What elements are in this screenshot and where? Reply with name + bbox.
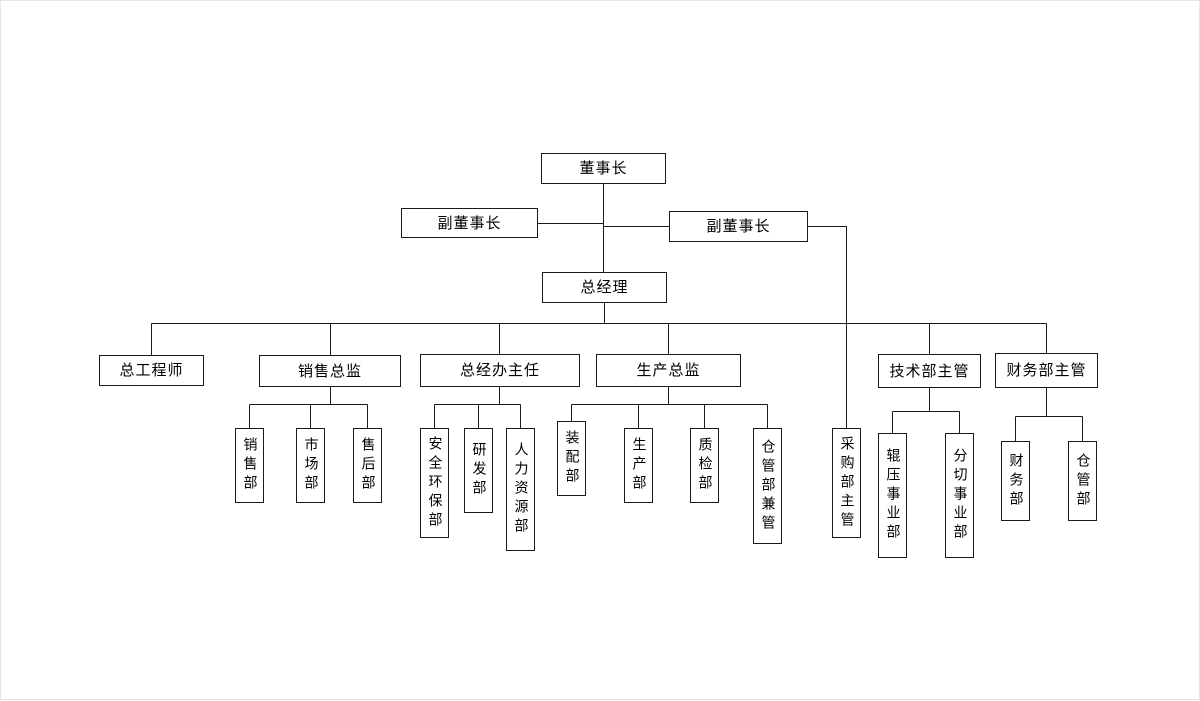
org-node-finance-manager: 财务部主管 [995, 353, 1098, 388]
org-node-general-manager: 总经理 [542, 272, 667, 303]
org-node-chairman: 董事长 [541, 153, 666, 184]
org-node-chief-engineer: 总工程师 [99, 355, 204, 386]
org-node-assembly-dept: 装配部 [557, 421, 586, 496]
org-node-finance-dept: 财务部 [1001, 441, 1030, 521]
org-node-office-director: 总经办主任 [420, 354, 580, 387]
org-node-warehouse-dept: 仓管部 [1068, 441, 1097, 521]
org-node-sales-dept: 销售部 [235, 428, 264, 503]
org-node-rolling-division: 辊压事业部 [878, 433, 907, 558]
org-node-vice-chairman-right: 副董事长 [669, 211, 808, 242]
org-node-market-dept: 市场部 [296, 428, 325, 503]
org-node-production-dept: 生产部 [624, 428, 653, 503]
org-node-vice-chairman-left: 副董事长 [401, 208, 538, 238]
org-node-aftersales-dept: 售后部 [353, 428, 382, 503]
org-node-purchasing-manager: 采购部主管 [832, 428, 861, 538]
org-node-safety-env-dept: 安全环保部 [420, 428, 449, 538]
org-node-rd-dept: 研发部 [464, 428, 493, 513]
org-node-tech-manager: 技术部主管 [878, 354, 981, 388]
org-node-quality-dept: 质检部 [690, 428, 719, 503]
org-node-slitting-division: 分切事业部 [945, 433, 974, 558]
org-node-sales-director: 销售总监 [259, 355, 401, 387]
org-node-production-director: 生产总监 [596, 354, 741, 387]
org-node-hr-dept: 人力资源部 [506, 428, 535, 551]
org-node-warehouse-concurrent-dept: 仓管部兼管 [753, 428, 782, 544]
connector-vice-chairman-right-to-purchasing [808, 226, 847, 428]
